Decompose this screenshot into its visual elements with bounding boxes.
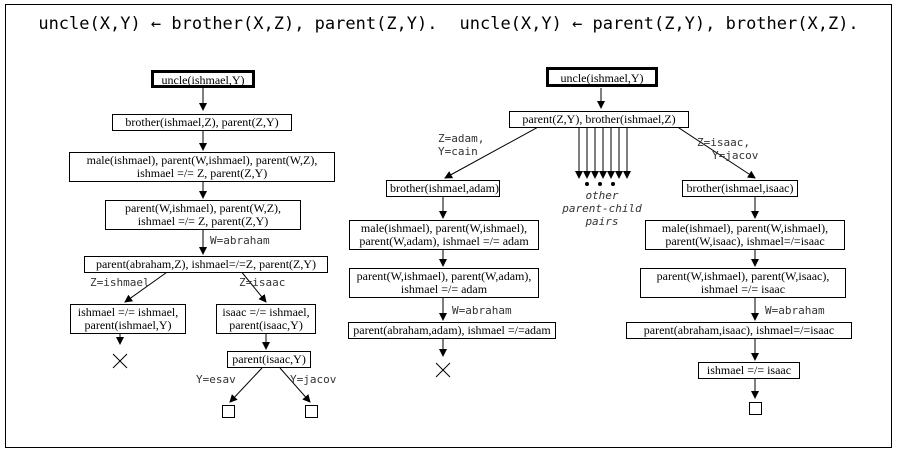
success-leaf — [222, 405, 235, 418]
right-subst-adam-z: Z=adam, — [438, 132, 485, 145]
rule-definitions: uncle(X,Y) ← brother(X,Z), parent(Z,Y). u… — [0, 14, 897, 34]
left-goal-7: parent(isaac,Y) — [227, 351, 311, 368]
adam-goal-3: parent(W,ishmael), parent(W,adam), ishma… — [349, 268, 539, 298]
right-subst-isaac-z: Z=isaac, — [697, 136, 750, 149]
right-goal-2: parent(Z,Y), brother(ishmael,Z) — [509, 111, 689, 128]
left-goal-6-right: isaac =/= ishmael, parent(isaac,Y) — [216, 304, 316, 334]
left-subst-y-jacov: Y=jacov — [290, 373, 337, 386]
left-goal-6-left-line2: parent(ishmael,Y) — [84, 318, 172, 332]
success-leaf — [749, 402, 762, 415]
left-goal-6-right-line1: isaac =/= ishmael, — [222, 305, 310, 319]
left-root-goal: uncle(ishmael,Y) — [151, 70, 255, 88]
isaac-goal-3: parent(W,ishmael), parent(W,isaac), ishm… — [640, 268, 846, 298]
figure-frame — [5, 4, 892, 448]
left-goal-3-line1: male(ishmael), parent(W,ishmael), parent… — [86, 153, 318, 167]
isaac-goal-4: parent(abraham,isaac), ishmael=/=isaac — [626, 322, 852, 339]
left-goal-6-left: ishmael =/= ishmael, parent(ishmael,Y) — [70, 304, 186, 334]
isaac-goal-2-line1: male(ishmael), parent(W,ishmael), — [661, 221, 829, 235]
adam-goal-4: parent(abraham,adam), ishmael =/=adam — [348, 322, 556, 339]
adam-goal-1: brother(ishmael,adam) — [386, 180, 500, 197]
right-subst-adam-y: Y=cain — [438, 145, 478, 158]
left-goal-4-line1: parent(W,ishmael), parent(W,Z), — [124, 201, 282, 215]
ellipsis-dot — [585, 182, 589, 186]
edge — [239, 269, 267, 303]
left-goal-3-line2: ishmael =/= Z, parent(Z,Y) — [136, 166, 268, 180]
right-root-goal: uncle(ishmael,Y) — [546, 67, 658, 87]
adam-goal-2-line1: male(ishmael), parent(W,ishmael), — [360, 221, 528, 235]
other-pairs-line1: other — [585, 189, 619, 202]
edge — [675, 125, 756, 179]
left-subst-y-esav: Y=esav — [196, 373, 236, 386]
isaac-goal-2-line2: parent(W,isaac), ishmael=/=isaac — [665, 234, 825, 248]
left-goal-5: parent(abraham,Z), ishmael=/=Z, parent(Z… — [84, 256, 328, 273]
isaac-goal-1: brother(ishmael,isaac) — [682, 180, 798, 197]
rule-2: uncle(X,Y) ← parent(Z,Y), brother(X,Z). — [459, 14, 859, 34]
adam-subst-w: W=abraham — [452, 304, 512, 317]
left-goal-6-left-line1: ishmael =/= ishmael, — [77, 305, 179, 319]
edge — [444, 125, 541, 179]
isaac-goal-2: male(ishmael), parent(W,ishmael), parent… — [645, 220, 845, 250]
left-goal-3: male(ishmael), parent(W,ishmael), parent… — [69, 152, 335, 182]
success-leaf — [305, 405, 318, 418]
right-subst-adam: Z=adam, Y=cain — [438, 132, 484, 158]
adam-goal-3-line1: parent(W,ishmael), parent(W,adam), — [356, 269, 532, 283]
isaac-goal-3-line2: ishmael =/= isaac — [700, 282, 786, 296]
other-pairs-line3: pairs — [585, 215, 619, 228]
isaac-goal-3-line1: parent(W,ishmael), parent(W,isaac), — [656, 269, 830, 283]
isaac-subst-w: W=abraham — [765, 304, 825, 317]
right-subst-isaac-y: Y=jacov — [712, 149, 759, 162]
isaac-goal-5: ishmael =/= isaac — [698, 362, 800, 379]
right-subst-isaac: Z=isaac, Y=jacov — [697, 136, 758, 162]
edge — [124, 269, 171, 303]
left-goal-6-right-line2: parent(isaac,Y) — [229, 318, 303, 332]
edge — [279, 367, 311, 403]
ellipsis-dot — [611, 182, 615, 186]
adam-goal-2: male(ishmael), parent(W,ishmael), parent… — [349, 220, 539, 250]
left-subst-w: W=abraham — [210, 234, 270, 247]
left-goal-4: parent(W,ishmael), parent(W,Z), ishmael … — [105, 200, 301, 230]
other-pairs-note: other parent-child pairs — [552, 189, 652, 228]
left-goal-4-line2: ishmael =/= Z, parent(Z,Y) — [137, 214, 269, 228]
ellipsis-dot — [598, 182, 602, 186]
failure-mark — [435, 362, 451, 378]
left-subst-z-isaac: Z=isaac — [239, 276, 286, 289]
other-pairs-line2: parent-child — [562, 202, 642, 215]
adam-goal-2-line2: parent(W,adam), ishmael =/= adam — [359, 234, 529, 248]
left-goal-2: brother(ishmael,Z), parent(Z,Y) — [112, 114, 292, 131]
failure-mark — [112, 353, 128, 369]
adam-goal-3-line2: ishmael =/= adam — [400, 282, 488, 296]
edge — [229, 367, 263, 403]
left-subst-z-ishmael: Z=ishmael — [90, 276, 150, 289]
rule-1: uncle(X,Y) ← brother(X,Z), parent(Z,Y). — [38, 14, 438, 34]
